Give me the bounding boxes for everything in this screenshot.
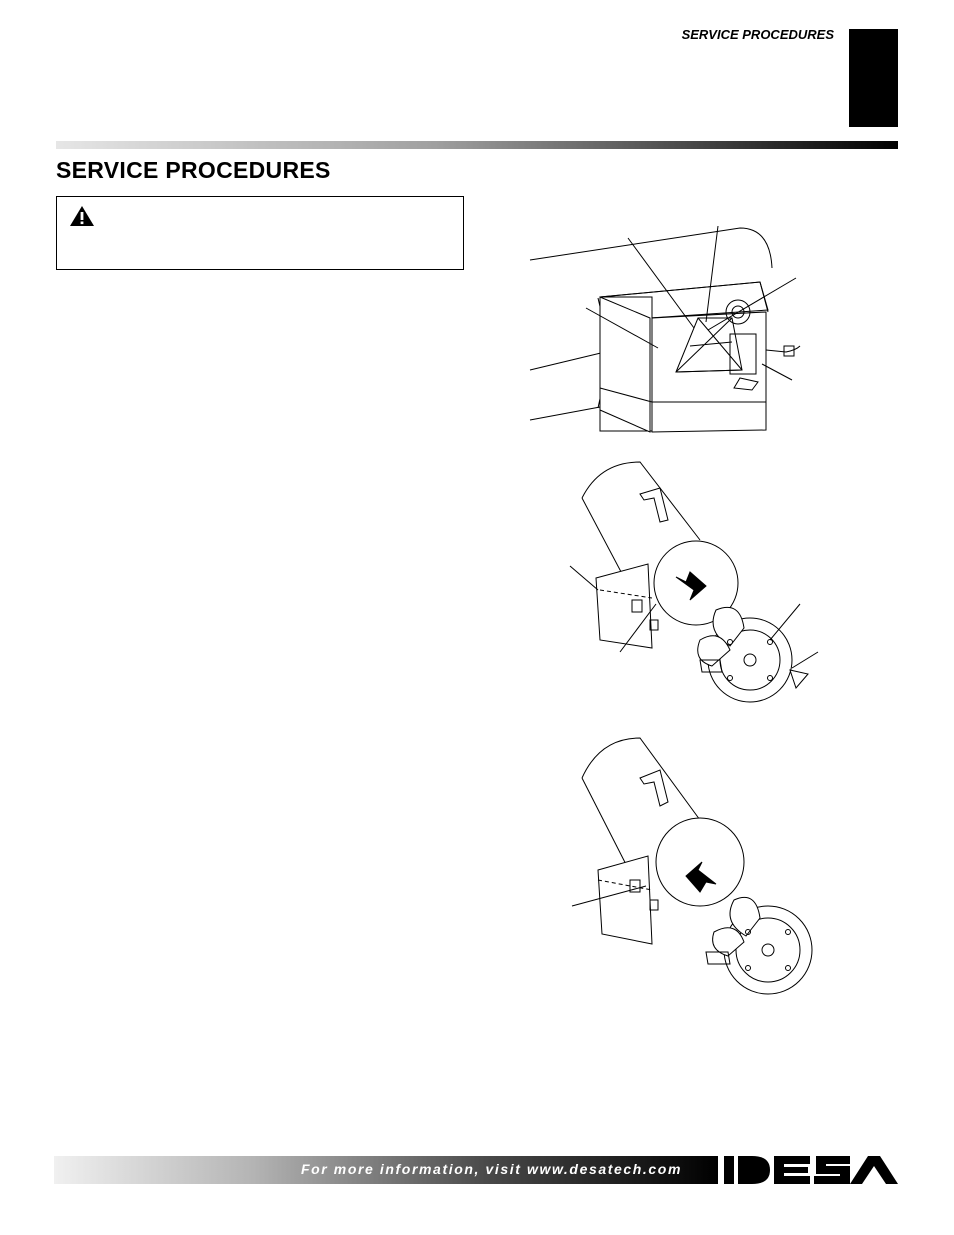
fan-removal-illustration [569,461,819,703]
page-title: SERVICE PROCEDURES [56,157,331,183]
desa-logo [724,1156,898,1184]
warning-triangle-icon [69,205,95,232]
footer-bar: For more information, visit www.desatech… [54,1156,718,1184]
footer-info-text: For more information, visit www.desatech… [300,1161,682,1177]
warning-box [56,196,464,270]
section-header-label: SERVICE PROCEDURES [681,27,834,42]
header-rule [56,141,898,149]
fan-installation-illustration [571,737,813,995]
section-tab-marker [849,29,898,127]
heater-cabinet-illustration [529,225,801,433]
